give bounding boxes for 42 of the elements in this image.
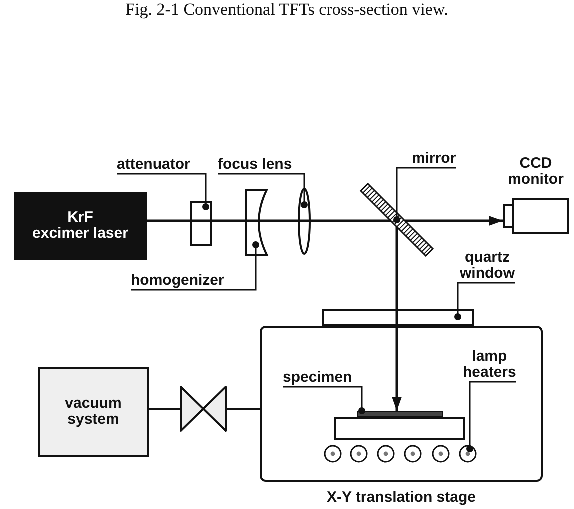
quartz-window [322,309,474,326]
figure-caption: Fig. 2-1 Conventional TFTs cross-section view. [126,0,448,20]
laser-beam [396,227,398,309]
laser-beam [311,220,391,222]
part-label: focus lens [218,157,292,173]
part-label: mirror [412,151,456,167]
laser-label: KrF excimer laser [32,210,128,242]
part-label: attenuator [117,157,190,173]
stage-label: X-Y translation stage [327,490,476,506]
laser-beam [268,220,298,222]
laser-beam [212,220,245,222]
pipe-line [149,408,180,410]
part-label: quartz window [460,250,515,282]
part-label: specimen [283,370,352,386]
leader-line [394,167,456,224]
leader-line [117,173,210,210]
lamp-heater [324,445,342,463]
stage-block [334,417,465,440]
specimen [357,411,443,417]
part-label: homogenizer [131,273,224,289]
laser-box [14,192,147,260]
beam-arrow [392,326,402,411]
lamp-heater [350,445,368,463]
focus-lens [298,188,311,255]
laser-beam [147,220,190,222]
vacuum-label: vacuum system [65,396,122,428]
vacuum-system-box [38,367,149,457]
homogenizer-lens [245,189,268,256]
leader-line [283,386,366,414]
leader-line [218,173,308,208]
lamp-heater [404,445,422,463]
leader-line [131,242,260,291]
attenuator [190,201,212,246]
lamp-heater [432,445,450,463]
monitor-label: CCD monitor [508,156,564,188]
valve-symbol [180,386,227,432]
leader-line [466,381,516,452]
lamp-heater [377,445,395,463]
part-label: lamp heaters [463,349,516,381]
leader-line [454,282,515,320]
lamp-heater [459,445,477,463]
beam-arrow [405,216,503,226]
